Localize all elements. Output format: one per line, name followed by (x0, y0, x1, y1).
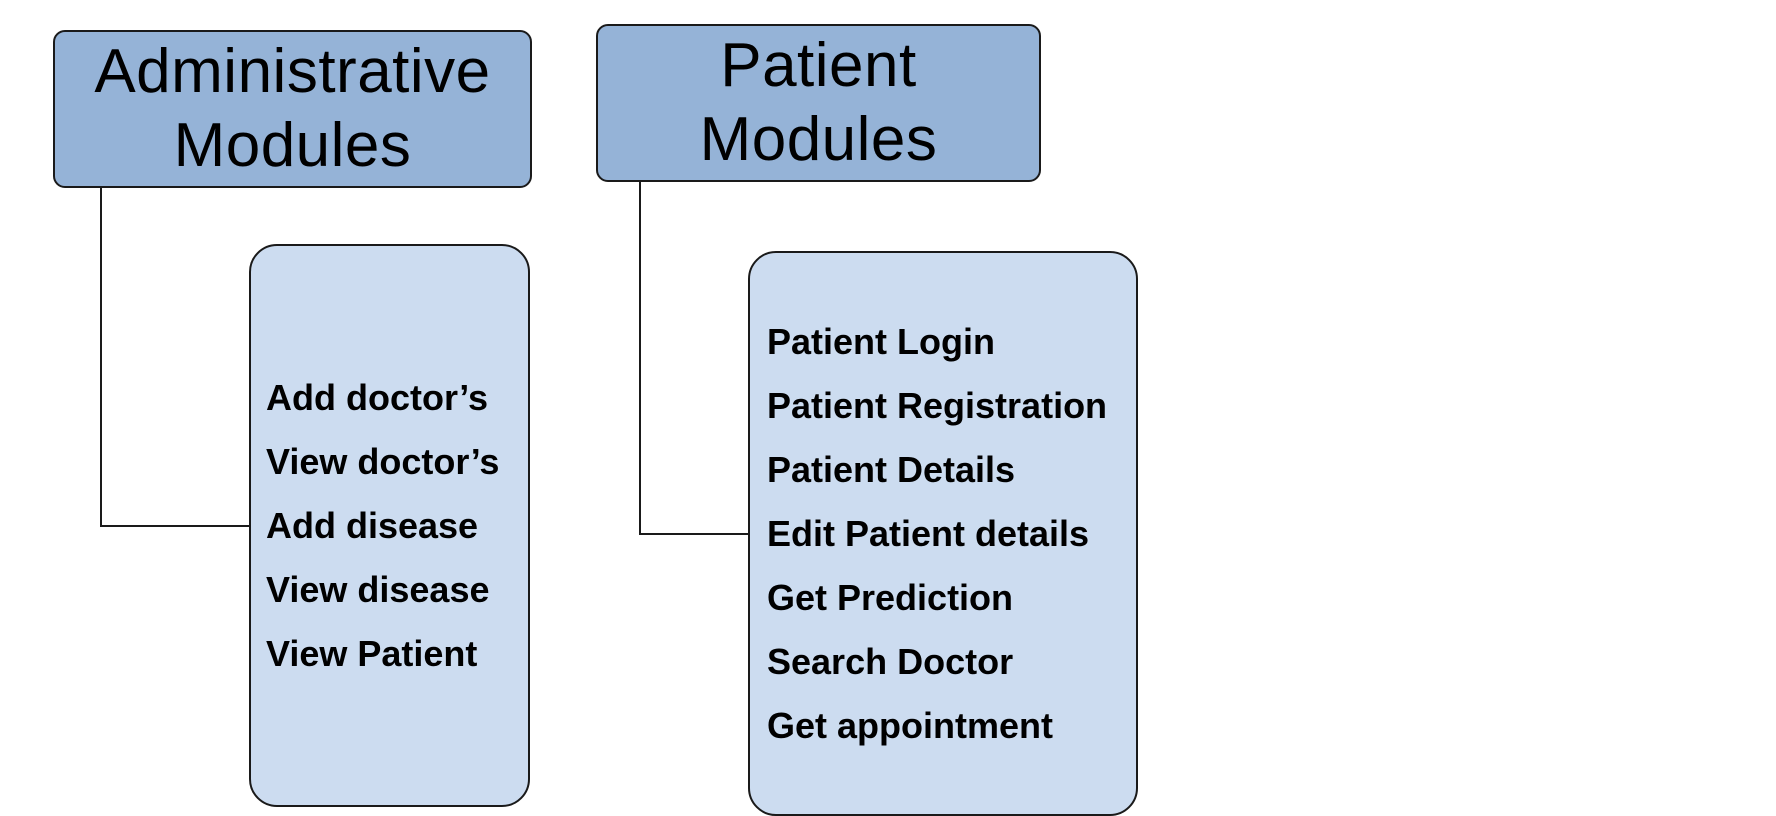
admin-item-add-disease: Add disease (266, 504, 479, 546)
admin-item-view-disease: View disease (266, 568, 490, 610)
patient-item-get-appointment: Get appointment (767, 704, 1053, 746)
admin-item-add-doctors: Add doctor’s (266, 376, 488, 418)
patient-item-edit-details: Edit Patient details (767, 512, 1090, 554)
patient-item-details: Patient Details (767, 448, 1016, 490)
administrative-modules-header: Administrative Modules (53, 30, 532, 188)
admin-connector (100, 188, 249, 527)
patient-item-get-prediction: Get Prediction (767, 576, 1014, 618)
patient-modules-list: Patient Login Patient Registration Patie… (748, 251, 1138, 816)
patient-connector (639, 182, 748, 535)
patient-item-registration: Patient Registration (767, 384, 1108, 426)
patient-item-search-doctor: Search Doctor (767, 640, 1014, 682)
patient-modules-header: Patient Modules (596, 24, 1041, 182)
administrative-modules-title: Administrative Modules (94, 37, 491, 180)
patient-modules-title: Patient Modules (699, 31, 938, 174)
administrative-modules-list: Add doctor’s View doctor’s Add disease V… (249, 244, 530, 807)
admin-item-view-patient: View Patient (266, 632, 478, 674)
admin-item-view-doctors: View doctor’s (266, 440, 500, 482)
patient-item-login: Patient Login (767, 320, 995, 362)
